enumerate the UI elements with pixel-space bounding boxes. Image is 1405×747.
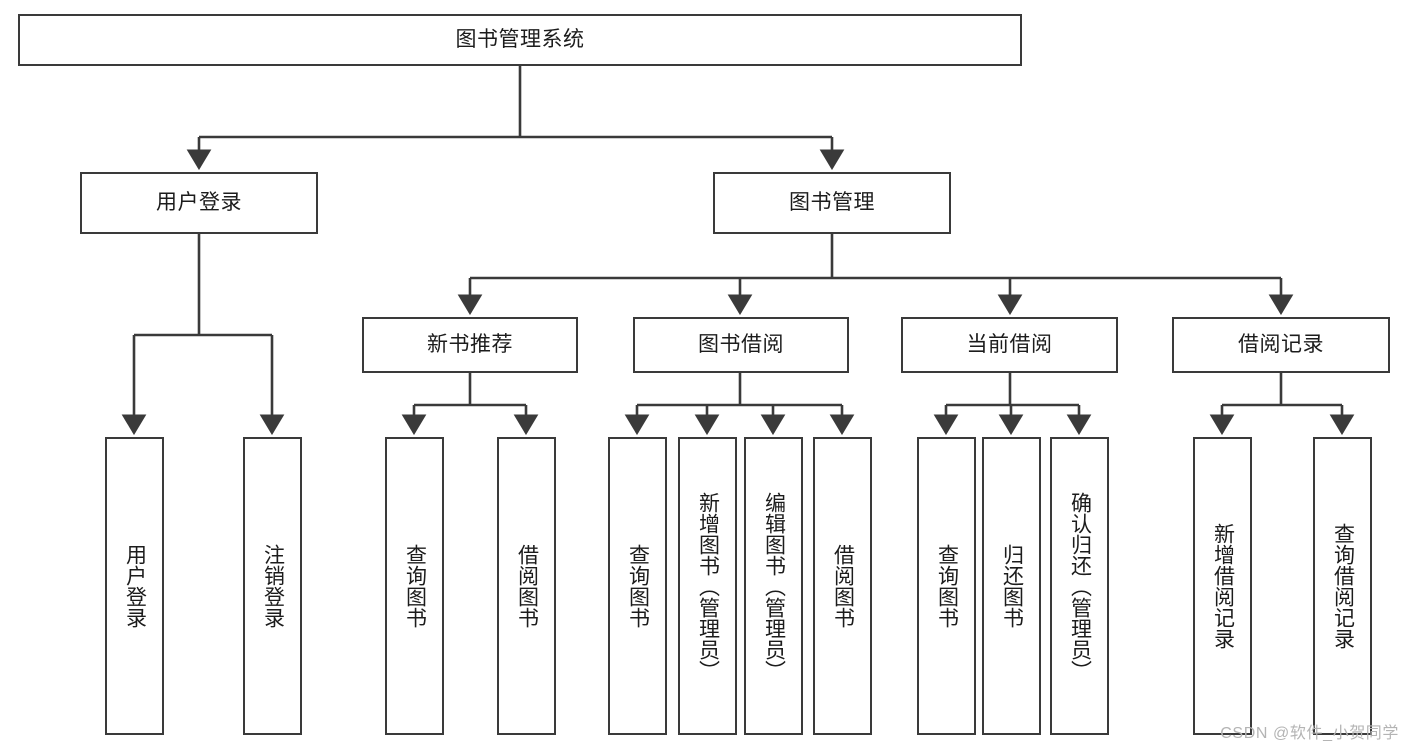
csdn-watermark: CSDN @软件_小贺同学 <box>1220 725 1399 742</box>
node-borrow-record[interactable]: 借阅记录 <box>1172 317 1390 373</box>
node-new-book-recommend[interactable]: 新书推荐 <box>362 317 578 373</box>
leaf-record-add-borrow-record-label: 新增借阅记录 <box>1211 523 1235 649</box>
leaf-borrow-add-book-admin[interactable]: 新增图书（管理员） <box>678 437 737 735</box>
leaf-user-login-signin[interactable]: 用户登录 <box>105 437 164 735</box>
leaf-record-query-borrow-record[interactable]: 查询借阅记录 <box>1313 437 1372 735</box>
leaf-record-query-borrow-record-label: 查询借阅记录 <box>1331 523 1355 649</box>
node-user-login-label: 用户登录 <box>156 191 242 215</box>
leaf-borrow-query-book-label: 查询图书 <box>626 544 650 628</box>
node-root-book-management-system[interactable]: 图书管理系统 <box>18 14 1022 66</box>
leaf-new-book-borrow-label: 借阅图书 <box>515 544 539 628</box>
leaf-current-return-book[interactable]: 归还图书 <box>982 437 1041 735</box>
node-current-borrow[interactable]: 当前借阅 <box>901 317 1118 373</box>
leaf-current-query-book-label: 查询图书 <box>935 544 959 628</box>
leaf-user-login-signin-label: 用户登录 <box>123 544 147 628</box>
leaf-new-book-borrow[interactable]: 借阅图书 <box>497 437 556 735</box>
leaf-current-confirm-return-admin[interactable]: 确认归还（管理员） <box>1050 437 1109 735</box>
node-book-borrow-label: 图书借阅 <box>698 333 784 357</box>
node-current-borrow-label: 当前借阅 <box>966 333 1053 357</box>
node-root-label: 图书管理系统 <box>455 28 585 52</box>
leaf-borrow-add-book-admin-label: 新增图书（管理员） <box>696 491 720 681</box>
leaf-borrow-query-book[interactable]: 查询图书 <box>608 437 667 735</box>
leaf-borrow-edit-book-admin[interactable]: 编辑图书（管理员） <box>744 437 803 735</box>
node-book-management[interactable]: 图书管理 <box>713 172 951 234</box>
leaf-record-add-borrow-record[interactable]: 新增借阅记录 <box>1193 437 1252 735</box>
leaf-current-return-book-label: 归还图书 <box>1000 544 1024 628</box>
leaf-current-confirm-return-admin-label: 确认归还（管理员） <box>1068 491 1092 681</box>
node-book-borrow[interactable]: 图书借阅 <box>633 317 849 373</box>
leaf-new-book-query[interactable]: 查询图书 <box>385 437 444 735</box>
node-user-login[interactable]: 用户登录 <box>80 172 318 234</box>
node-new-book-recommend-label: 新书推荐 <box>427 333 513 357</box>
leaf-user-login-signout[interactable]: 注销登录 <box>243 437 302 735</box>
leaf-new-book-query-label: 查询图书 <box>403 544 427 628</box>
leaf-user-login-signout-label: 注销登录 <box>261 544 285 628</box>
leaf-borrow-borrow-book[interactable]: 借阅图书 <box>813 437 872 735</box>
leaf-borrow-borrow-book-label: 借阅图书 <box>831 544 855 628</box>
node-borrow-record-label: 借阅记录 <box>1238 333 1324 357</box>
leaf-borrow-edit-book-admin-label: 编辑图书（管理员） <box>762 491 786 681</box>
leaf-current-query-book[interactable]: 查询图书 <box>917 437 976 735</box>
node-book-management-label: 图书管理 <box>789 191 875 215</box>
